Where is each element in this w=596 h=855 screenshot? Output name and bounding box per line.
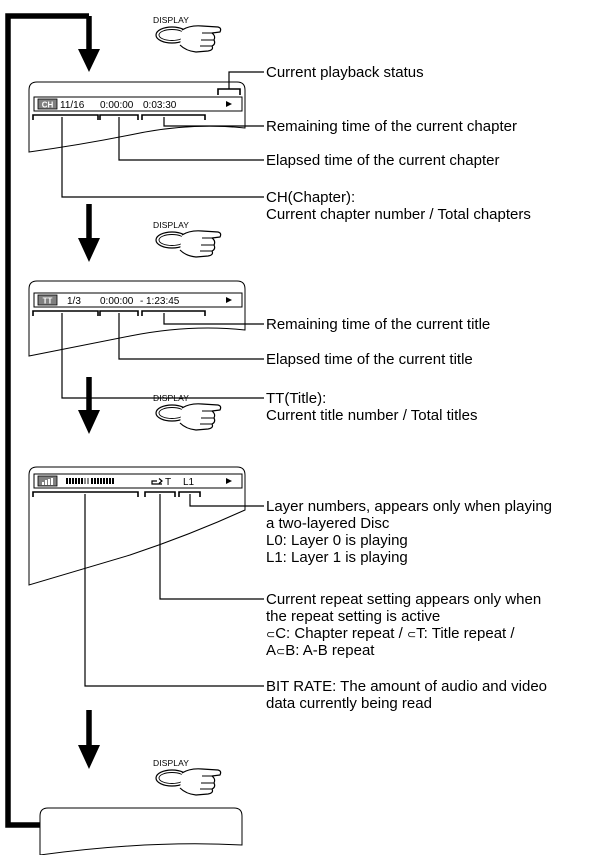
title-icon — [37, 294, 58, 306]
bitrate-icon — [37, 475, 58, 487]
callout-playback-status: Current playback status — [266, 64, 424, 81]
callout-remaining-chapter: Remaining time of the current chapter — [266, 118, 517, 135]
hand-press-icon — [155, 230, 222, 258]
layer-number: L1 — [183, 477, 195, 488]
callout-elapsed-chapter: Elapsed time of the current chapter — [266, 152, 500, 169]
repeat-small-icon: ⊂ — [406, 629, 417, 641]
repeat-small-icon: ⊂ — [266, 629, 276, 641]
callout-remaining-title: Remaining time of the current title — [266, 316, 491, 333]
display-button-label: DISPLAY — [153, 393, 189, 403]
callout-chapter-heading: CH(Chapter): — [266, 189, 356, 206]
play-icon — [226, 478, 232, 484]
callout-bitrate-line1: BIT RATE: The amount of audio and video — [266, 678, 548, 695]
callout-repeat-line2: the repeat setting is active — [266, 608, 441, 625]
repeat-icon — [151, 478, 163, 485]
osd-screen-off — [39, 807, 243, 855]
osd-screen-title: TT 1/3 0:00:00 - 1:23:45 — [28, 280, 264, 399]
callout-layer-line4: L1: Layer 1 is playing — [266, 549, 408, 566]
remaining-time: 0:03:30 — [143, 100, 177, 111]
osd-screen-info: T L1 — [28, 466, 264, 687]
hand-press-icon — [155, 25, 222, 53]
elapsed-time: 0:00:00 — [100, 296, 134, 307]
svg-text:-: - — [140, 296, 143, 307]
chapter-number: 11/16 — [60, 100, 85, 111]
callout-title-heading: TT(Title): — [266, 390, 327, 407]
play-icon — [226, 297, 232, 303]
display-button-label: DISPLAY — [153, 15, 189, 25]
callout-repeat-line1: Current repeat setting appears only when — [266, 591, 542, 608]
chapter-icon — [37, 98, 58, 110]
loop-connector — [5, 13, 100, 828]
down-arrow-3 — [78, 710, 100, 769]
callout-layer-line2: a two-layered Disc — [266, 515, 390, 532]
display-button-label: DISPLAY — [153, 220, 189, 230]
callout-layer-line1: Layer numbers, appears only when playing — [266, 498, 553, 515]
hand-press-icon — [155, 403, 222, 431]
repeat-small-icon: ⊂ — [276, 646, 286, 658]
play-icon — [226, 101, 232, 107]
callout-repeat-line4: A⊂B: A-B repeat — [266, 642, 375, 659]
osd-screen-chapter: CH 11/16 0:00:00 0:03:30 — [28, 71, 264, 198]
hand-press-icon — [155, 768, 222, 796]
callout-bitrate-line2: data currently being read — [266, 695, 432, 712]
callout-elapsed-title: Elapsed time of the current title — [266, 351, 473, 368]
callout-repeat-line3: ⊂C: Chapter repeat / ⊂T: Title repeat / — [266, 625, 515, 642]
title-icon-label: TT — [43, 297, 53, 306]
chapter-icon-label: CH — [42, 101, 54, 110]
elapsed-time: 0:00:00 — [100, 100, 134, 111]
display-button-label: DISPLAY — [153, 758, 189, 768]
callout-chapter-desc: Current chapter number / Total chapters — [266, 206, 531, 223]
remaining-time: 1:23:45 — [146, 296, 180, 307]
callout-layer-line3: L0: Layer 0 is playing — [266, 532, 408, 549]
down-arrow-1 — [78, 204, 100, 262]
callout-title-desc: Current title number / Total titles — [266, 407, 478, 424]
down-arrow-2 — [78, 377, 100, 434]
repeat-mode: T — [165, 477, 171, 488]
bitrate-meter — [66, 478, 114, 484]
title-number: 1/3 — [67, 296, 81, 307]
